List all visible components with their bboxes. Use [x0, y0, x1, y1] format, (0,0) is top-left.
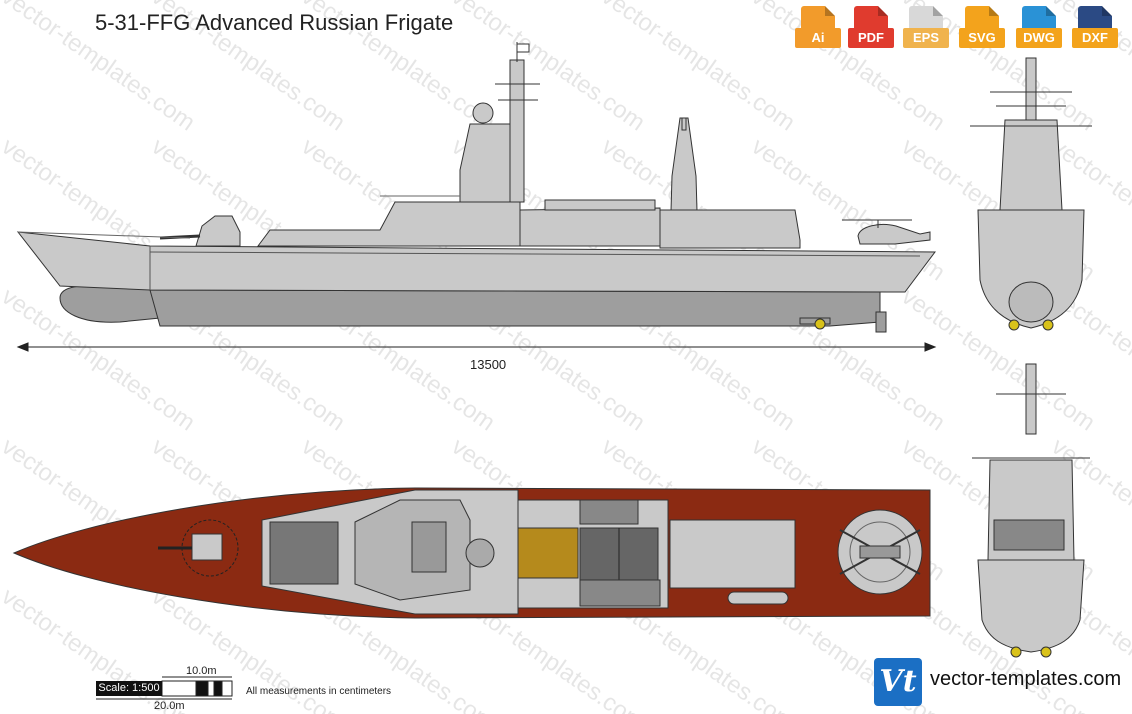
- helicopter: [857, 223, 931, 245]
- superstructure-fwd: [257, 201, 521, 247]
- aft-mast-top: [681, 117, 687, 131]
- format-label: PDF: [848, 28, 894, 48]
- helipad-ring: [849, 521, 911, 583]
- boat: [727, 591, 789, 605]
- propeller: [1042, 319, 1054, 331]
- format-badge-ai[interactable]: Ai: [795, 6, 841, 50]
- launcher-group: [579, 499, 639, 525]
- bow-bulb: [59, 284, 161, 323]
- page-title: 5-31-FFG Advanced Russian Frigate: [95, 10, 454, 35]
- side-view: [16, 42, 936, 333]
- helicopter-body: [859, 545, 901, 559]
- scale-label: Scale: 1:500: [96, 681, 162, 696]
- dimension-line: [16, 342, 937, 352]
- format-label: Ai: [795, 28, 841, 48]
- format-badge-dwg[interactable]: DWG: [1016, 6, 1062, 50]
- format-label: DWG: [1016, 28, 1062, 48]
- scale-bar: [96, 676, 233, 700]
- flag: [516, 43, 530, 53]
- format-badge-pdf[interactable]: PDF: [848, 6, 894, 50]
- length-dimension: 13500: [470, 357, 507, 372]
- front-mast: [1025, 57, 1037, 129]
- rear-hull: [977, 559, 1085, 653]
- lower-hull: [149, 289, 881, 327]
- format-badge-dxf[interactable]: DXF: [1072, 6, 1118, 50]
- rudder: [875, 311, 887, 333]
- propeller: [1008, 319, 1020, 331]
- format-label: DXF: [1072, 28, 1118, 48]
- propeller: [1010, 646, 1022, 658]
- propeller: [814, 318, 826, 330]
- hangar-roof: [669, 519, 796, 589]
- format-label: EPS: [903, 28, 949, 48]
- rear-mast: [1025, 363, 1037, 435]
- measurement-note: All measurements in centimeters: [246, 686, 392, 697]
- front-view: [970, 57, 1092, 331]
- railing: [17, 231, 191, 239]
- logo-text[interactable]: vector-templates.com: [930, 668, 1122, 690]
- scale-twenty-label: 20.0m: [154, 700, 185, 712]
- vls-block: [269, 521, 339, 585]
- main-gun: [195, 215, 241, 247]
- launcher-group: [579, 579, 661, 607]
- format-badge-eps[interactable]: EPS: [903, 6, 949, 50]
- rear-equipment: [993, 519, 1065, 551]
- hatch-yellow: [517, 527, 579, 579]
- front-bridge: [999, 119, 1063, 211]
- rear-view: [972, 363, 1090, 658]
- main-mast: [509, 59, 525, 203]
- deckhouse: [544, 199, 656, 211]
- format-badge-svg[interactable]: SVG: [959, 6, 1005, 50]
- hangar: [659, 209, 801, 249]
- gun-turret: [191, 533, 223, 561]
- vt-logo-icon[interactable]: Vt: [874, 658, 922, 706]
- top-view: [12, 487, 931, 619]
- radome: [472, 102, 494, 124]
- front-bulb: [1008, 281, 1054, 323]
- propeller: [1040, 646, 1052, 658]
- format-label: SVG: [959, 28, 1005, 48]
- front-hull: [977, 209, 1085, 329]
- mast-base: [465, 538, 495, 568]
- hull-line: [149, 251, 921, 257]
- superstructure-mid: [519, 207, 661, 247]
- radar-block: [411, 521, 447, 573]
- scale-ten-label: 10.0m: [186, 665, 217, 677]
